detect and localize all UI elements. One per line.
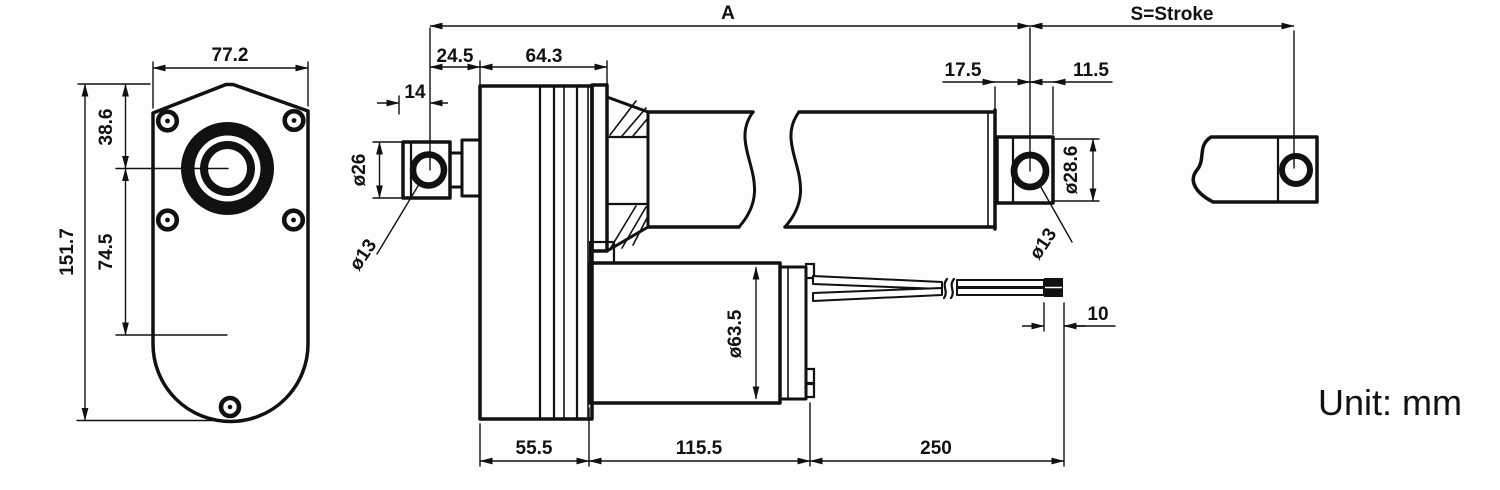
dim-cable-tip: 10 bbox=[1087, 304, 1108, 325]
dim-front-pin-hole: ø13 bbox=[1026, 224, 1062, 263]
front-view: 77.2 151.7 38.6 74.5 bbox=[57, 45, 310, 424]
dim-front-center-base: 74.5 bbox=[96, 233, 117, 270]
dim-overall-length: A bbox=[721, 3, 735, 24]
dim-rear-clevis-depth: 14 bbox=[404, 82, 426, 103]
dim-front-center-top: 38.6 bbox=[96, 109, 117, 146]
cable-break-right bbox=[949, 277, 956, 300]
gearbox bbox=[478, 83, 650, 421]
dim-front-clevis-depth: 11.5 bbox=[1073, 60, 1109, 81]
floating-clevis bbox=[1191, 135, 1319, 204]
break-line-left bbox=[737, 110, 757, 229]
screw-centers bbox=[165, 118, 297, 410]
dim-front-clevis-od: ø28.6 bbox=[1061, 146, 1082, 195]
front-hole-leader bbox=[1037, 181, 1073, 243]
dim-front-height: 151.7 bbox=[57, 228, 78, 276]
front-view-dimensions: 77.2 151.7 38.6 74.5 bbox=[57, 45, 309, 422]
housing-screws bbox=[155, 108, 306, 419]
dim-front-pivot-offset: 17.5 bbox=[945, 60, 982, 81]
nose-cone bbox=[605, 95, 650, 253]
dim-rear-pivot-offset: 24.5 bbox=[437, 46, 474, 67]
floating-pin-hole bbox=[1279, 153, 1313, 187]
dim-gearbox-length: 64.3 bbox=[526, 46, 563, 67]
rear-clevis bbox=[401, 138, 482, 200]
side-view-dimensions: A S=Stroke 24.5 64.3 14 17.5 11.5 bbox=[346, 3, 1295, 467]
dim-cable-length: 250 bbox=[920, 438, 952, 459]
cable-break-left bbox=[942, 277, 949, 300]
break-line-right bbox=[783, 110, 803, 229]
unit-note: Unit: mm bbox=[1318, 382, 1462, 423]
dim-rear-pin-hole: ø13 bbox=[346, 235, 382, 274]
dim-motor-length: 115.5 bbox=[676, 438, 723, 459]
dim-motor-diameter: ø63.5 bbox=[725, 309, 746, 358]
rear-pin-hole bbox=[409, 151, 448, 189]
dim-rear-clevis-od: ø26 bbox=[349, 154, 370, 187]
motor-terminal-top bbox=[804, 262, 816, 280]
dim-front-width: 77.2 bbox=[212, 45, 249, 66]
rear-hole-leader bbox=[376, 180, 422, 255]
power-cable bbox=[812, 275, 1063, 302]
motor-end-cap bbox=[778, 265, 808, 401]
extension-tube bbox=[646, 108, 997, 231]
drive-hub bbox=[115, 122, 274, 215]
gearbox-front-plate bbox=[590, 83, 609, 253]
side-view: A S=Stroke 24.5 64.3 14 17.5 11.5 bbox=[346, 3, 1319, 467]
motor-terminal-bottom2 bbox=[804, 382, 816, 399]
housing-outline bbox=[151, 82, 310, 424]
dim-stroke: S=Stroke bbox=[1131, 4, 1214, 25]
dim-gearbox-width: 55.5 bbox=[516, 438, 553, 459]
cone-hatching bbox=[609, 100, 649, 250]
motor bbox=[588, 240, 816, 405]
